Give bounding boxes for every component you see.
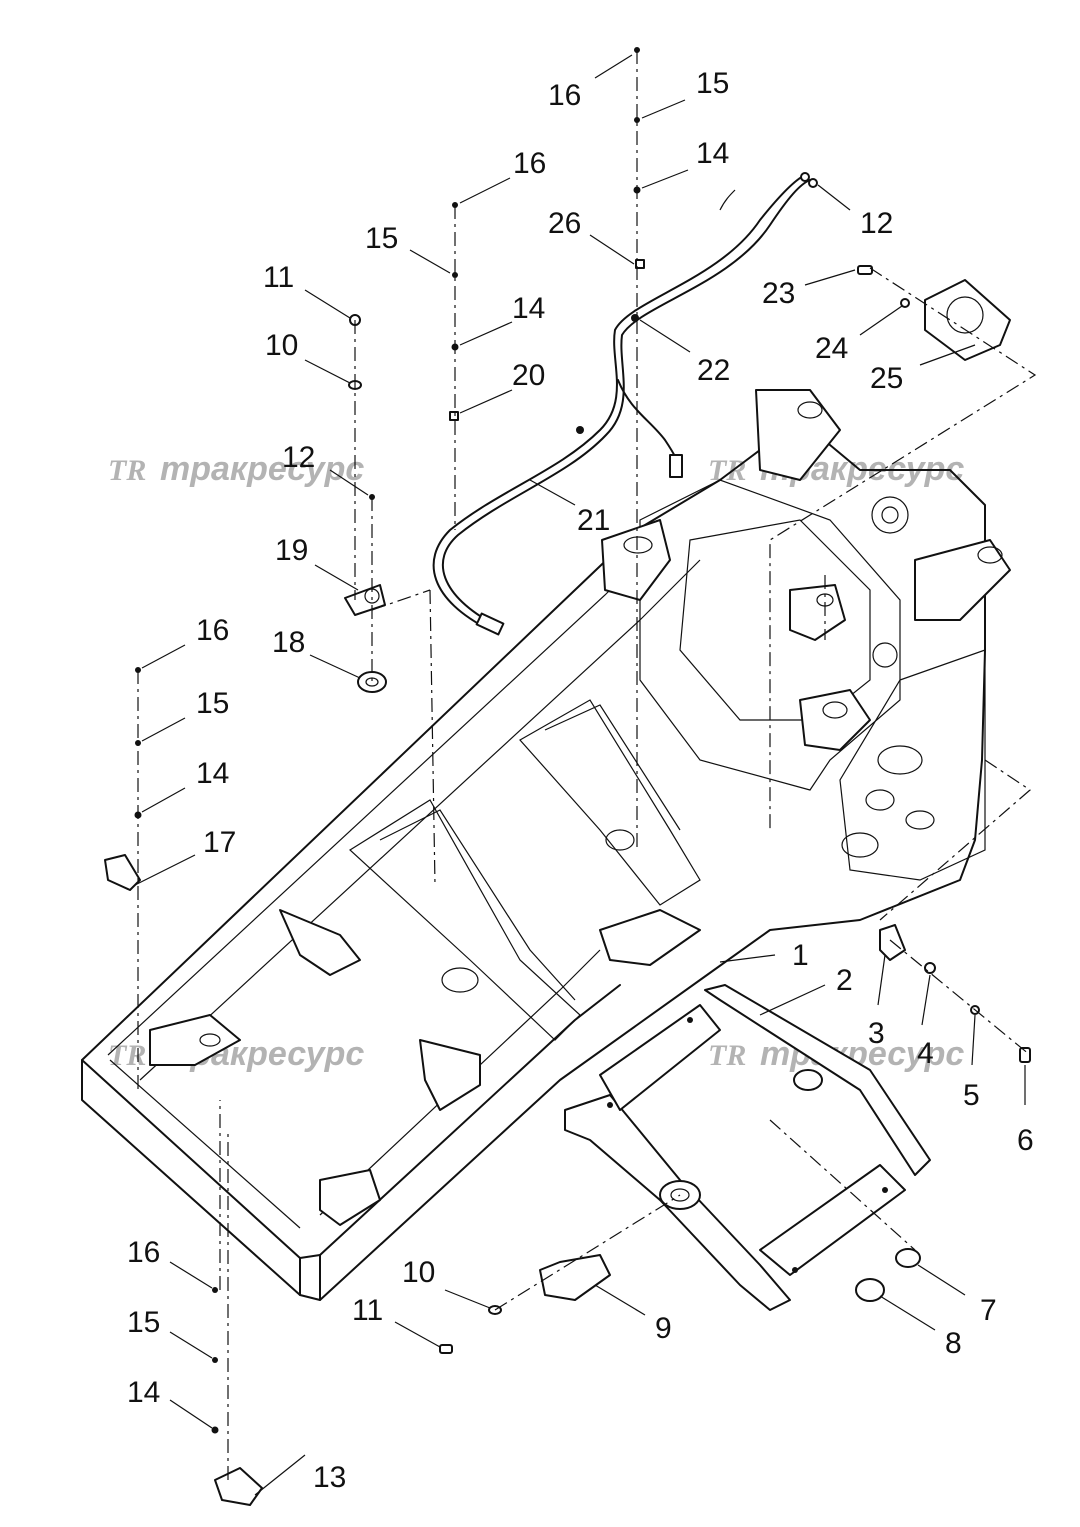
callout-4: 4 — [917, 1037, 934, 1070]
callout-25: 25 — [870, 362, 903, 395]
callout-22: 22 — [697, 354, 730, 387]
callout-14: 14 — [696, 137, 729, 170]
callout-2: 2 — [836, 964, 853, 997]
callout-8: 8 — [945, 1327, 962, 1360]
svg-text:TR: TR — [708, 1039, 746, 1072]
callout-17: 17 — [203, 826, 236, 859]
leader-lines — [134, 54, 1026, 1496]
callout-23: 23 — [762, 277, 795, 310]
callout-15: 15 — [196, 687, 229, 720]
callout-5: 5 — [963, 1079, 980, 1112]
callout-26: 26 — [548, 207, 581, 240]
callout-6: 6 — [1017, 1124, 1034, 1157]
callout-16: 16 — [513, 147, 546, 180]
callout-18: 18 — [272, 626, 305, 659]
callout-11: 11 — [263, 261, 294, 294]
svg-text:TR: TR — [108, 1039, 146, 1072]
pivot-frame — [564, 984, 931, 1311]
callout-15: 15 — [365, 222, 398, 255]
callout-14: 14 — [196, 757, 229, 790]
callout-16: 16 — [548, 79, 581, 112]
callout-15: 15 — [127, 1306, 160, 1339]
callout-1: 1 — [792, 939, 809, 972]
callout-20: 20 — [512, 359, 545, 392]
svg-text:TR: TR — [108, 454, 146, 487]
callout-14: 14 — [127, 1376, 160, 1409]
callout-12: 12 — [860, 207, 893, 240]
callout-16: 16 — [127, 1236, 160, 1269]
callout-13: 13 — [313, 1461, 346, 1494]
callout-16: 16 — [196, 614, 229, 647]
callout-10: 10 — [402, 1256, 435, 1289]
watermark-top-left: TR тракресурс — [108, 450, 364, 488]
svg-text:TR: TR — [708, 454, 746, 487]
main-frame — [81, 389, 1011, 1301]
assembly-centerlines — [137, 50, 1037, 1480]
hose-assembly — [432, 172, 818, 636]
callout-9: 9 — [655, 1312, 672, 1345]
callout-10: 10 — [265, 329, 298, 362]
callout-7: 7 — [980, 1294, 997, 1327]
callout-21: 21 — [577, 504, 610, 537]
callout-labels: 16 15 14 12 16 26 15 23 11 14 24 22 25 1… — [127, 67, 1034, 1494]
callout-15: 15 — [696, 67, 729, 100]
callout-14: 14 — [512, 292, 545, 325]
callout-12: 12 — [282, 441, 315, 474]
small-parts — [104, 47, 1031, 1506]
callout-24: 24 — [815, 332, 848, 365]
callout-19: 19 — [275, 534, 308, 567]
svg-text:тракресурс: тракресурс — [160, 450, 364, 488]
callout-11: 11 — [352, 1294, 383, 1327]
callout-3: 3 — [868, 1017, 885, 1050]
